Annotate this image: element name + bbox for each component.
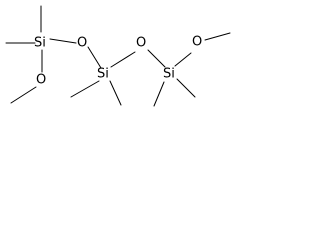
chemical-structure: Si O Si O Si O O [5,5,231,107]
bond-si2-o2 [110,51,136,68]
oxygen-label-1: O [77,36,87,51]
bond-o1-si2 [87,46,102,69]
bond-si3-methyl-right [176,78,196,98]
bond-si1-o1 [49,38,77,44]
oxygen-label-2: O [136,36,146,51]
silicon-label-2: Si [97,67,109,82]
oxygen-label-4: O [36,73,46,88]
bond-o3-methyl [204,32,231,41]
silicon-label-1: Si [34,36,46,51]
silicon-label-3: Si [163,67,175,82]
bond-si2-methyl-right [109,80,122,106]
bond-o4-methyl [10,86,37,104]
bonds [5,5,231,107]
bond-si2-methyl-left [70,80,100,98]
bond-si3-o3 [174,52,192,67]
atom-labels: Si O Si O Si O O [34,35,202,88]
bond-si3-methyl-left [153,81,165,107]
bond-o2-si3 [147,49,166,68]
oxygen-label-3: O [192,35,202,50]
